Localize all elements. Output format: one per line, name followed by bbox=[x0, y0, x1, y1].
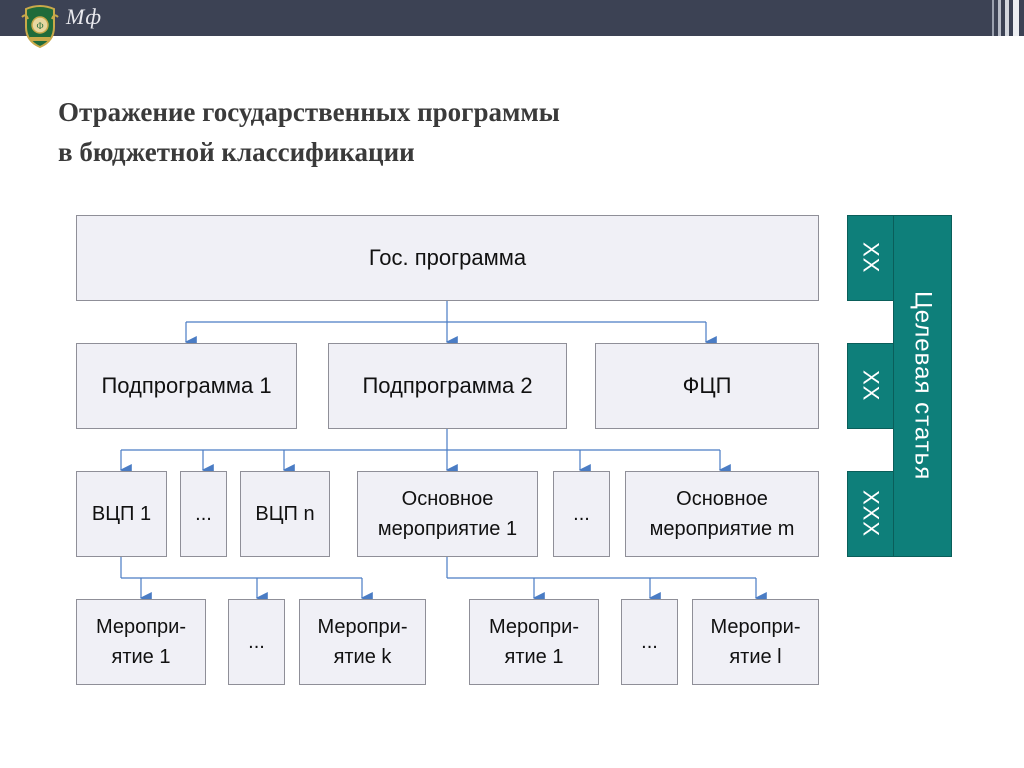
vcp-1-box: ВЦП 1 bbox=[76, 471, 167, 557]
top-banner bbox=[0, 0, 1024, 36]
ministry-emblem-icon: Ф bbox=[21, 5, 59, 49]
subprogram-2-label: Подпрограмма 2 bbox=[362, 373, 533, 398]
target-article-label: Целевая статья bbox=[909, 291, 937, 481]
state-program-box: Гос. программа bbox=[76, 215, 819, 301]
ellipsis-box-level4-a: ... bbox=[228, 599, 285, 685]
activity-k-label: Меропри- ятие k bbox=[317, 616, 408, 668]
fcp-label: ФЦП bbox=[682, 373, 732, 398]
state-program-label: Гос. программа bbox=[368, 245, 527, 270]
ellipsis-label: ... bbox=[641, 631, 658, 653]
logo-text: Мф bbox=[66, 4, 102, 29]
ellipsis-box-level4-b: ... bbox=[621, 599, 678, 685]
ellipsis-box-level3-a: ... bbox=[180, 471, 227, 557]
code-cell-1: XX bbox=[847, 215, 894, 301]
banner-stripes bbox=[992, 0, 1019, 36]
ellipsis-label: ... bbox=[195, 503, 212, 525]
activity-k-box: Меропри- ятие k bbox=[299, 599, 426, 685]
activity-l-label: Меропри- ятие l bbox=[710, 616, 801, 668]
target-article-column: Целевая статья bbox=[893, 215, 952, 557]
activity-1-right-box: Меропри- ятие 1 bbox=[469, 599, 599, 685]
ellipsis-label: ... bbox=[573, 503, 590, 525]
activity-1-right-label: Меропри- ятие 1 bbox=[488, 616, 580, 668]
ellipsis-box-level3-b: ... bbox=[553, 471, 610, 557]
activity-l-box: Меропри- ятие l bbox=[692, 599, 819, 685]
activity-1-left-box: Меропри- ятие 1 bbox=[76, 599, 206, 685]
main-activity-1-box: Основное мероприятие 1 bbox=[357, 471, 538, 557]
vcp-1-label: ВЦП 1 bbox=[91, 503, 152, 525]
code-cell-2-label: XX bbox=[858, 370, 884, 402]
activity-1-left-label: Меропри- ятие 1 bbox=[95, 616, 187, 668]
code-cell-1-label: XX bbox=[858, 242, 884, 274]
subprogram-2-box: Подпрограмма 2 bbox=[328, 343, 567, 429]
main-activity-1-label: Основное мероприятие 1 bbox=[377, 488, 518, 540]
code-cell-3: XXX bbox=[847, 471, 894, 557]
fcp-box: ФЦП bbox=[595, 343, 819, 429]
main-activity-m-box: Основное мероприятие m bbox=[625, 471, 819, 557]
main-activity-m-label: Основное мероприятие m bbox=[649, 488, 795, 540]
subprogram-1-box: Подпрограмма 1 bbox=[76, 343, 297, 429]
subprogram-1-label: Подпрограмма 1 bbox=[101, 373, 272, 398]
svg-text:Ф: Ф bbox=[36, 21, 43, 31]
vcp-n-label: ВЦП n bbox=[255, 503, 315, 525]
code-cell-2: XX bbox=[847, 343, 894, 429]
code-cell-3-label: XXX bbox=[858, 490, 884, 538]
slide-title: Отражение государственных программы в бю… bbox=[58, 92, 818, 172]
ellipsis-label: ... bbox=[248, 631, 265, 653]
slide-title-line-1: Отражение государственных программы bbox=[58, 97, 560, 127]
slide-title-line-2: в бюджетной классификации bbox=[58, 137, 415, 167]
vcp-n-box: ВЦП n bbox=[240, 471, 330, 557]
